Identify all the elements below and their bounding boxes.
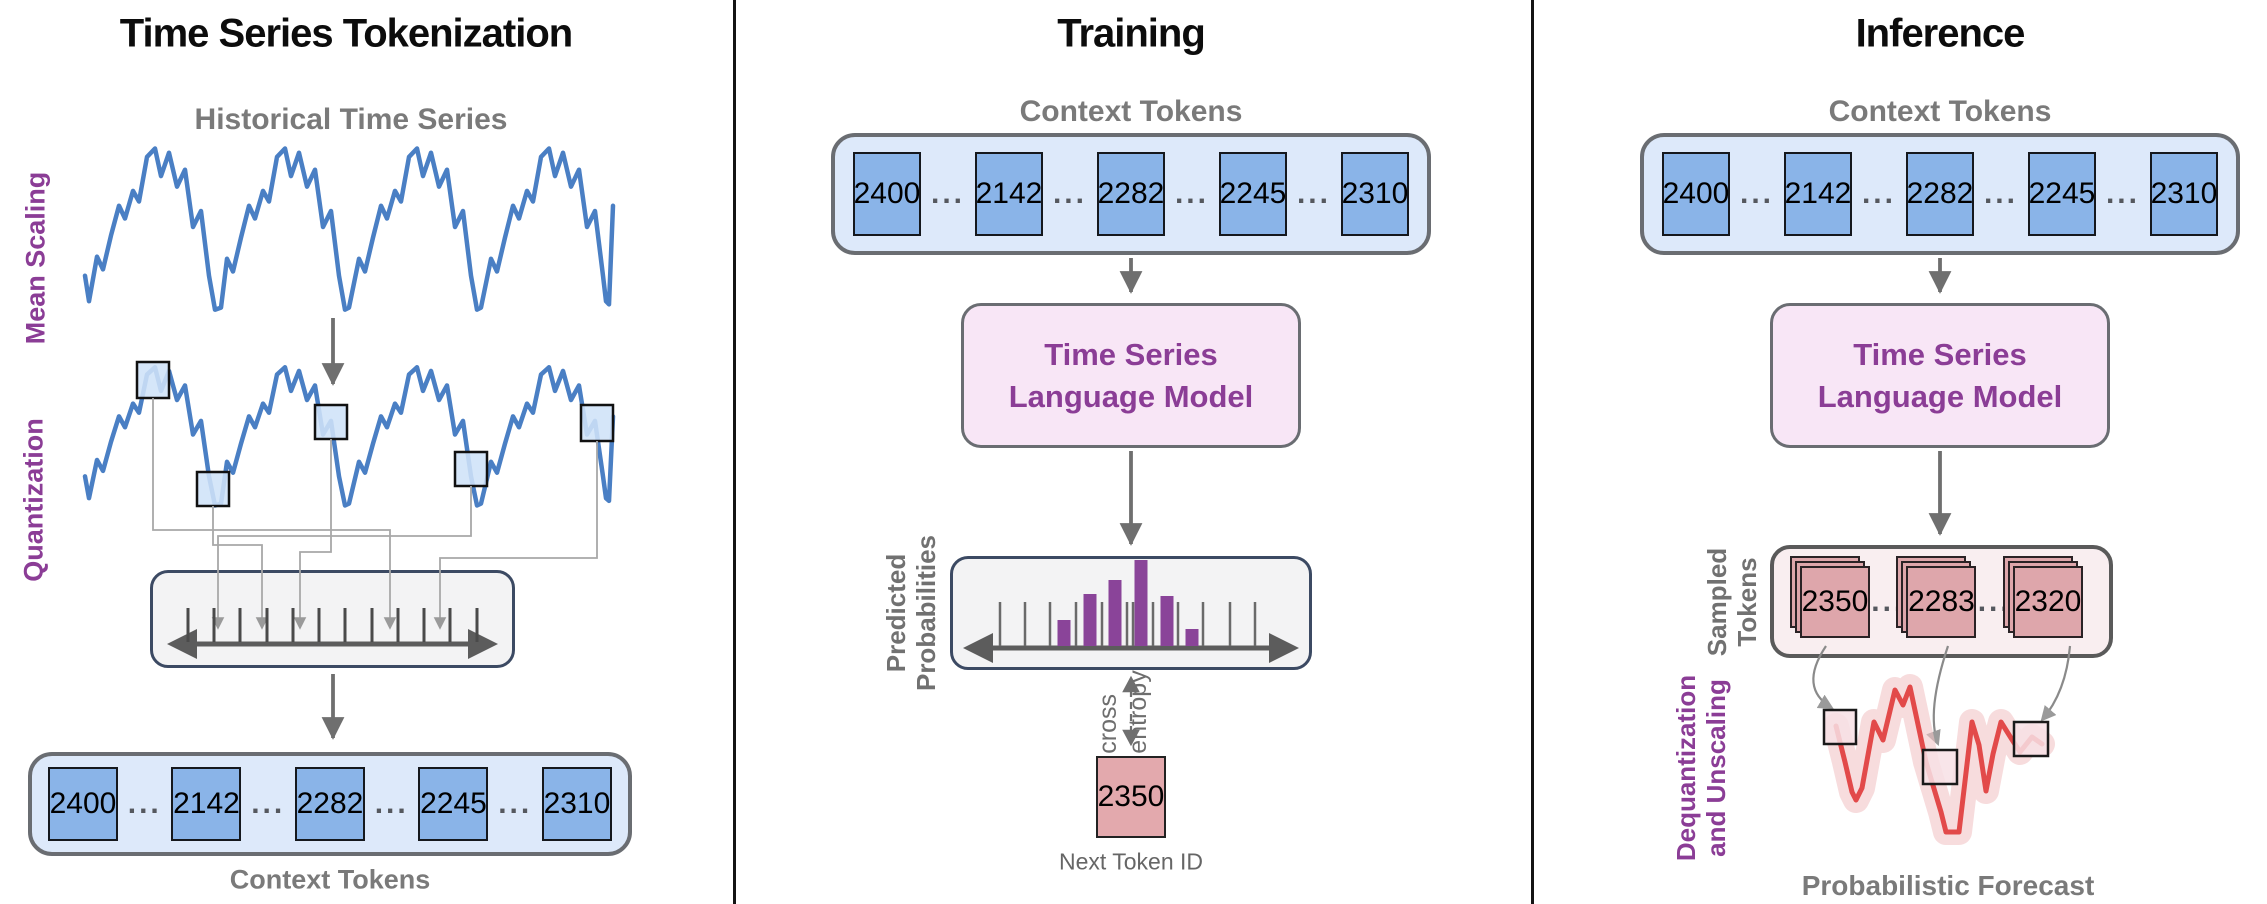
cross-entropy-label: cross entropy [1094,670,1152,754]
context-token: 2310 [541,767,612,841]
sampled-token: 2283 [1906,565,1977,638]
sampled-tokens-label: Sampled Tokens [1702,547,1762,657]
mean-scaling-label: Mean Scaling [20,171,51,345]
context-token: 2142 [171,767,242,841]
middle-time-series-language-model-box: Time Series Language Model [961,303,1301,448]
context-token: 2400 [853,152,921,236]
sampled-token-stack: 2350 [1790,555,1870,638]
model-label-line1: Time Series [1044,336,1218,372]
ellipsis: ... [127,787,162,820]
context-token: 2282 [1905,152,1974,236]
context-token: 2245 [418,767,489,841]
predicted-probabilities-box [950,556,1312,670]
right-time-series-language-model-box: Time Series Language Model [1770,303,2110,448]
left-context-tokens-container: 2400 ... 2142 ... 2282 ... 2245 ... 2310 [28,752,632,856]
historical-time-series-line [85,148,613,309]
middle-context-tokens-label: Context Tokens [1019,95,1243,128]
historical-series-label: Historical Time Series [194,103,508,136]
sampled-token: 2350 [1800,565,1870,638]
sampled-tokens-container: 2350 ... 2283 ... 2320 [1770,545,2113,658]
forecast-median-line [1833,684,2045,835]
quantization-box [150,570,515,668]
panel-divider-left [733,0,736,904]
sampled-token: 2320 [2012,565,2083,638]
model-label-line2: Language Model [1817,378,2063,414]
sampled-token-stack: 2320 [2002,555,2083,638]
ellipsis: ... [498,787,533,820]
panel-divider-right [1531,0,1534,904]
middle-context-tokens-container: 2400 ... 2142 ... 2282 ... 2245 ... 2310 [831,133,1431,255]
mean-scaled-series-line [85,367,613,505]
context-token: 2400 [48,767,118,841]
context-token: 2245 [1218,152,1287,236]
context-token: 2142 [974,152,1043,236]
context-token: 2400 [1662,152,1730,236]
context-token: 2282 [294,767,365,841]
forecast-confidence-band [1823,674,2055,845]
next-token-id-label: Next Token ID [1058,848,1204,875]
ellipsis: ... [1861,177,1896,210]
quantization-label: Quantization [18,418,49,582]
right-panel-title: Inference [1855,11,2026,56]
ellipsis: ... [1296,177,1331,210]
ellipsis: ... [2105,177,2140,210]
ellipsis: ... [374,787,409,820]
model-label-line1: Time Series [1853,336,2027,372]
predicted-probabilities-label: Predicted Probabilities [881,534,941,692]
ellipsis: ... [251,787,286,820]
context-token: 2310 [1340,152,1409,236]
ellipsis: ... [1983,177,2018,210]
right-context-tokens-container: 2400 ... 2142 ... 2282 ... 2245 ... 2310 [1640,133,2240,255]
next-token-box: 2350 [1096,756,1166,838]
context-token: 2245 [2027,152,2096,236]
context-token: 2310 [2149,152,2218,236]
token-window-highlight-boxes [135,360,615,508]
left-panel-title: Time Series Tokenization [119,11,573,56]
ellipsis: ... [1739,177,1774,210]
ellipsis: ... [1052,177,1087,210]
sampled-token-stack: 2283 [1896,555,1977,638]
dequantization-arrows [1812,645,2072,747]
context-token: 2142 [1783,152,1852,236]
ellipsis: ... [1174,177,1209,210]
probabilistic-forecast-label: Probabilistic Forecast [1801,870,2095,901]
left-context-tokens-label: Context Tokens [229,864,431,895]
model-label-line2: Language Model [1008,378,1254,414]
dequantization-unscaling-label: Dequantization and Unscaling [1671,674,1731,862]
context-token: 2282 [1096,152,1165,236]
middle-panel-title: Training [1057,11,1206,56]
ellipsis: ... [930,177,965,210]
right-context-tokens-label: Context Tokens [1828,95,2052,128]
dequantized-value-boxes [1822,708,2050,786]
